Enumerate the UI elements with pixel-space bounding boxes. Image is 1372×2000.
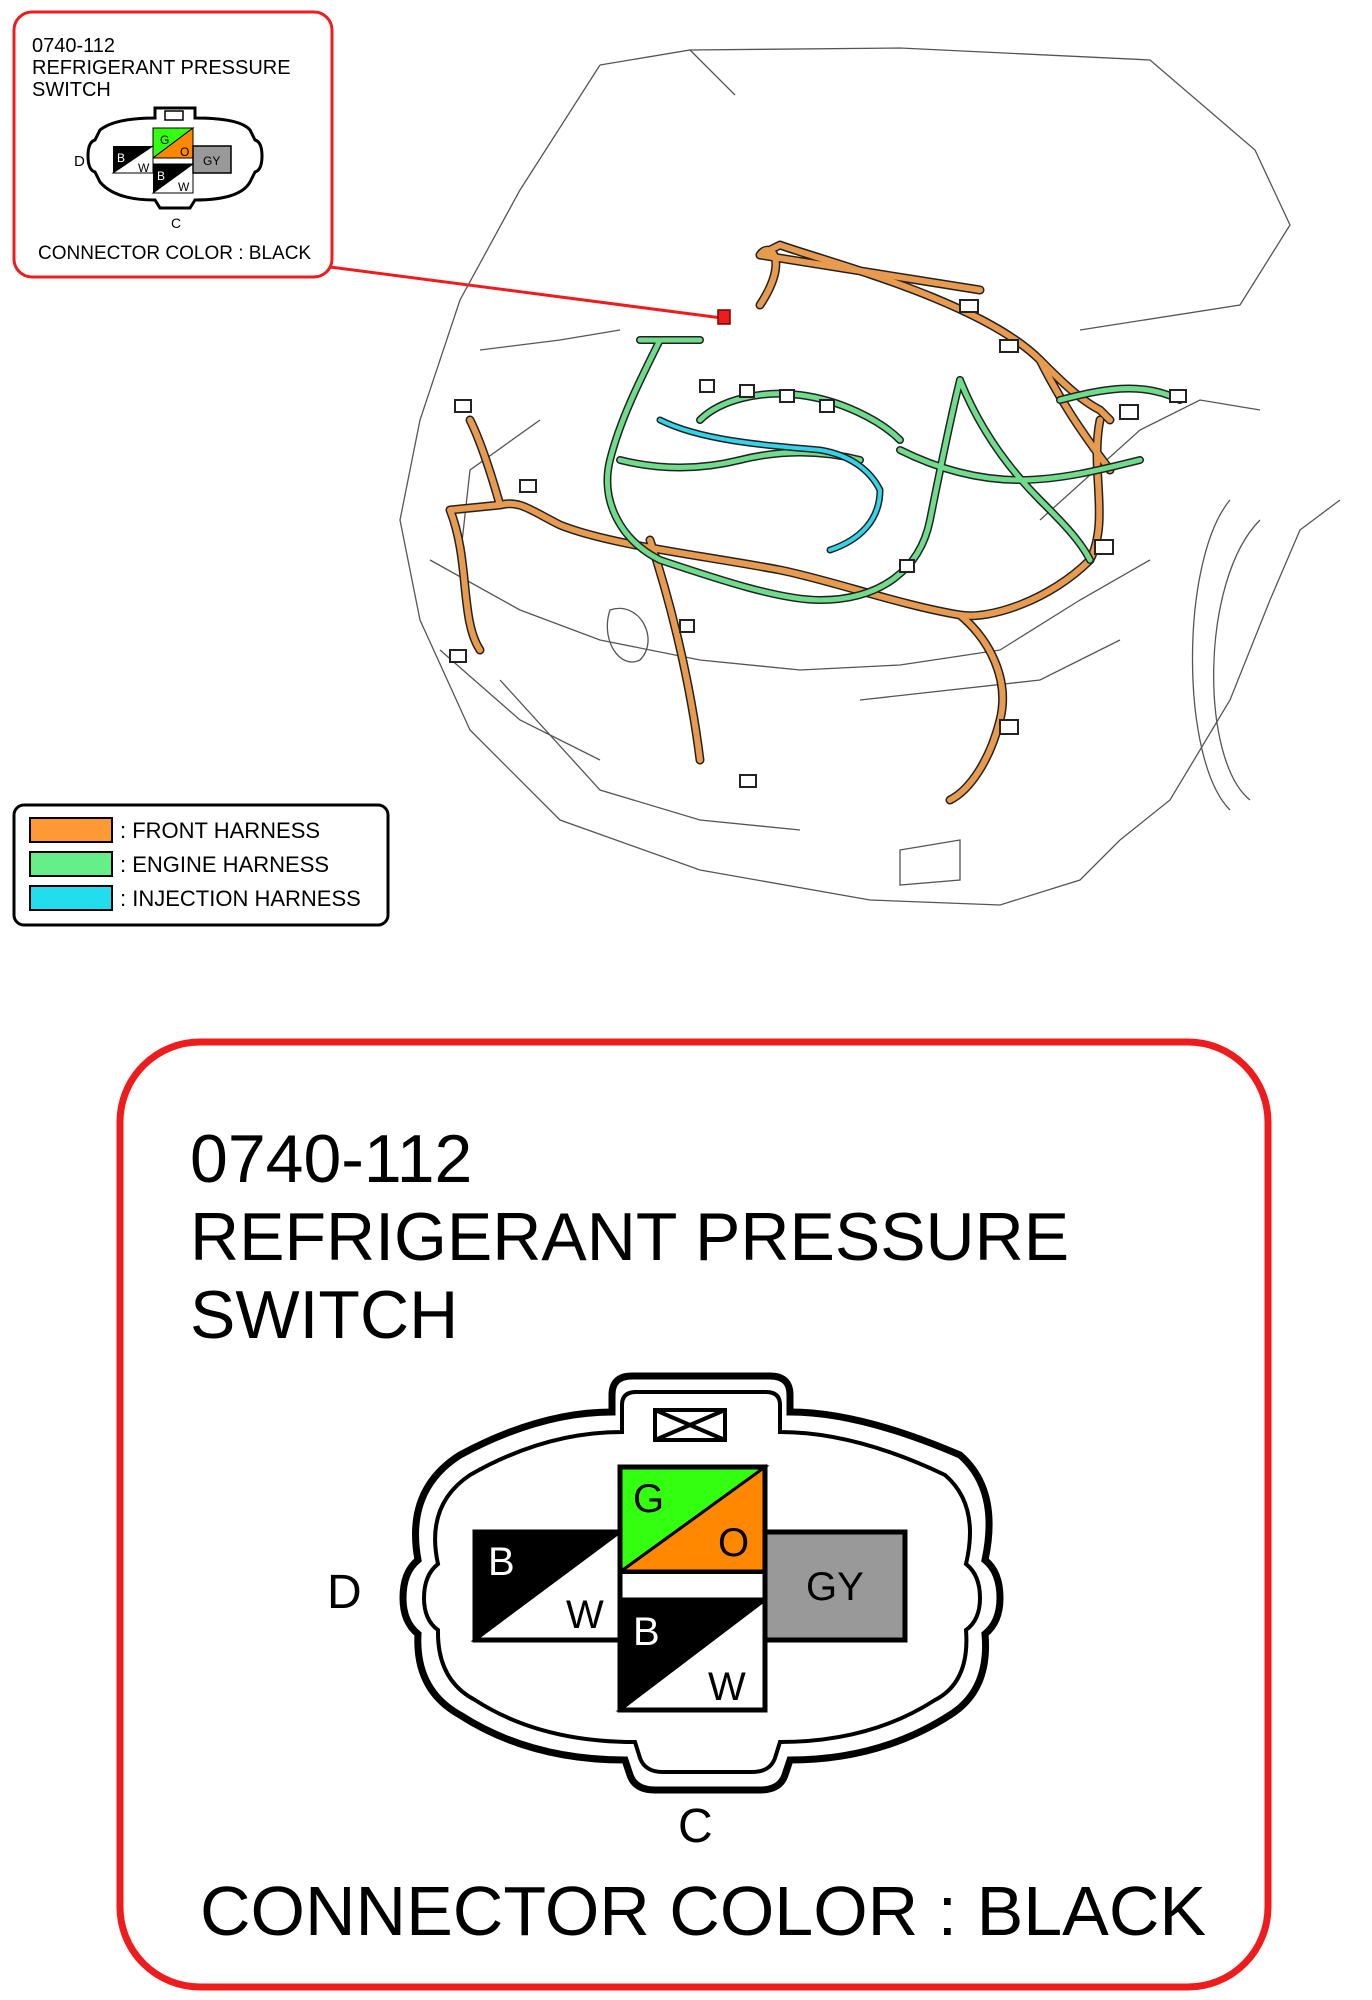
callout-connector-face: G O B W B W GY (86, 106, 264, 210)
callout-pin-w-left: W (138, 161, 150, 175)
pin-label-g: G (633, 1477, 664, 1521)
connector-location-marker[interactable] (717, 309, 731, 325)
front-harness-fill (450, 245, 1110, 800)
vehicle-front-outline (399, 47, 1341, 906)
side-label-d: D (327, 1566, 362, 1619)
pin-label-gy: GY (806, 1565, 864, 1609)
callout-code: 0740-112 (32, 35, 115, 57)
harness-connectors (449, 299, 1187, 788)
connector-code: 0740-112 (190, 1121, 472, 1197)
legend-swatch-injection (29, 885, 113, 911)
side-label-c: C (678, 1800, 713, 1853)
callout-pin-b-bottom: B (157, 169, 165, 183)
pin-right-gy (762, 1529, 908, 1643)
pin-label-b-bottom: B (633, 1610, 660, 1654)
pin-spacer (618, 1570, 767, 1602)
callout-name-line2: SWITCH (32, 79, 111, 101)
pin-label-w-left: W (566, 1593, 604, 1637)
legend-label-engine: : ENGINE HARNESS (120, 852, 329, 877)
legend-swatch-front (29, 817, 113, 843)
callout-side-c: C (171, 215, 181, 231)
connector-callout-large: 0740-112 REFRIGERANT PRESSURE SWITCH (116, 1038, 1272, 1991)
callout-pin-gy: GY (203, 154, 220, 168)
pin-label-w-bottom: W (708, 1665, 746, 1709)
leader-line (329, 265, 723, 320)
pin-label-b-left: B (488, 1540, 515, 1584)
connector-color-text: CONNECTOR COLOR : BLACK (200, 1872, 1206, 1950)
callout-pin-g: G (160, 133, 169, 147)
callout-pin-o: O (180, 145, 189, 159)
legend-label-front: : FRONT HARNESS (120, 818, 320, 843)
injection-harness-fill (660, 420, 880, 550)
callout-side-d: D (74, 153, 85, 170)
connector-name-line1: REFRIGERANT PRESSURE (190, 1199, 1069, 1275)
pin-label-o: O (718, 1521, 749, 1565)
connector-callout-small[interactable]: 0740-112 REFRIGERANT PRESSURE SWITCH G O… (12, 10, 334, 279)
injection-harness-wires (656, 416, 884, 554)
legend-swatch-engine (29, 851, 113, 877)
connector-name-line2: SWITCH (190, 1277, 458, 1353)
pin-bottom-b-w (615, 1596, 768, 1713)
harness-legend: : FRONT HARNESS : ENGINE HARNESS : INJEC… (12, 803, 390, 927)
pin-left-b-w (470, 1529, 623, 1643)
callout-pin-b-left: B (117, 151, 125, 165)
legend-label-injection: : INJECTION HARNESS (120, 886, 361, 911)
connector-lock-tab (653, 1408, 727, 1442)
callout-pin-w-bottom: W (178, 180, 190, 194)
callout-name-line1: REFRIGERANT PRESSURE (32, 57, 291, 79)
callout-color-text: CONNECTOR COLOR : BLACK (38, 243, 311, 264)
